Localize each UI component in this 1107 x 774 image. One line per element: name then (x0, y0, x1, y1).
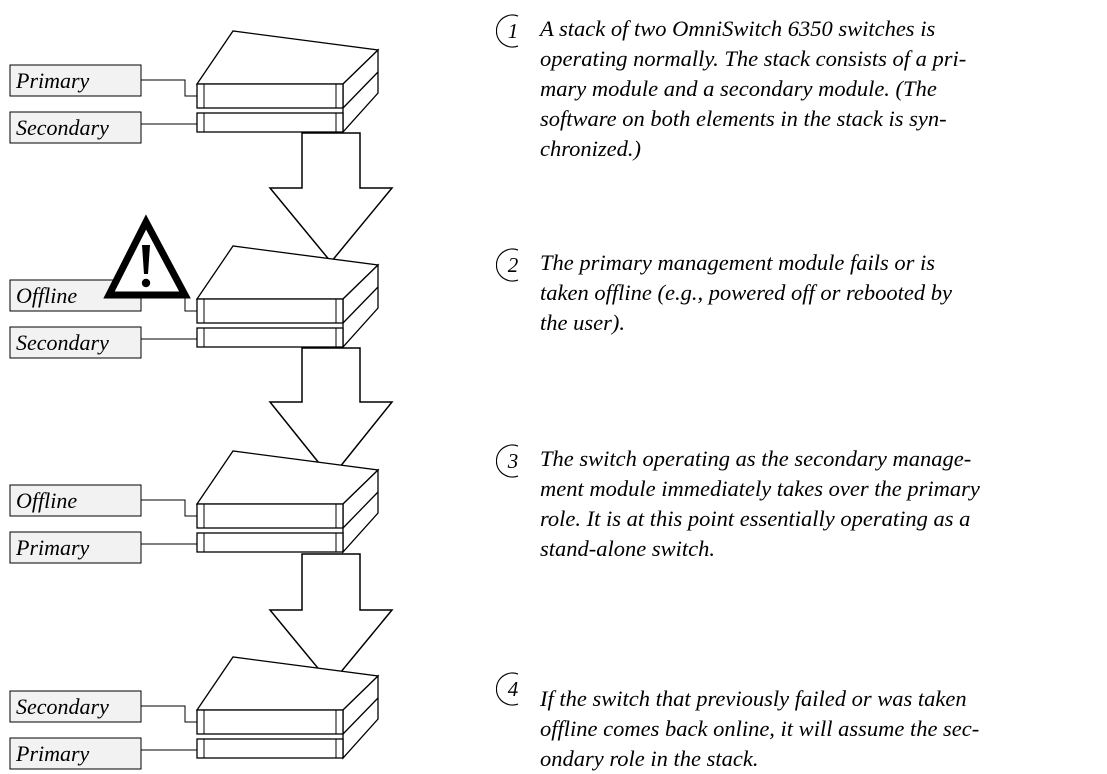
top-module-label: Primary (15, 68, 90, 93)
top-connector (141, 499, 197, 517)
bottom-module-label: Primary (15, 741, 90, 766)
bottom-label-box (9, 737, 142, 770)
down-arrow-1 (268, 132, 394, 264)
step-number: 2 (507, 252, 519, 277)
step-description: A stack of two OmniSwitch 6350 switches … (540, 16, 967, 161)
step-number-badge: 2 (496, 248, 530, 282)
lower-module (196, 112, 344, 133)
bottom-module-label: Secondary (16, 115, 109, 140)
bottom-module-label: Primary (15, 535, 90, 560)
top-module-label: Offline (16, 488, 77, 513)
warning-icon (103, 214, 191, 299)
step-number: 4 (507, 676, 519, 701)
step-number: 1 (507, 18, 519, 43)
step-description: If the switch that previously failed or … (540, 686, 980, 771)
bottom-label-box (9, 531, 142, 564)
top-label-box (9, 484, 142, 517)
step-description: The primary management module fails or i… (540, 250, 952, 335)
upper-module (196, 298, 344, 324)
down-arrow-2 (268, 347, 394, 480)
top-module-label: Offline (16, 283, 77, 308)
down-arrow-3 (268, 553, 394, 686)
bottom-label-box (9, 111, 142, 144)
bottom-module-label: Secondary (16, 330, 109, 355)
top-module-label: Secondary (16, 694, 109, 719)
upper-module (196, 709, 344, 735)
step-description: The switch operating as the secondary ma… (540, 446, 980, 561)
step-number-badge: 3 (496, 444, 530, 478)
step-number-badge: 4 (496, 672, 530, 706)
lower-module (196, 738, 344, 759)
step-number-badge: 1 (496, 14, 530, 48)
lower-module (196, 327, 344, 348)
step-number: 3 (507, 448, 519, 473)
upper-module (196, 83, 344, 109)
top-label-box (9, 690, 142, 723)
bottom-label-box (9, 326, 142, 359)
flow-arrows (268, 132, 394, 686)
lower-module (196, 532, 344, 553)
top-connector (141, 705, 197, 723)
upper-module (196, 503, 344, 529)
top-connector (141, 79, 197, 97)
